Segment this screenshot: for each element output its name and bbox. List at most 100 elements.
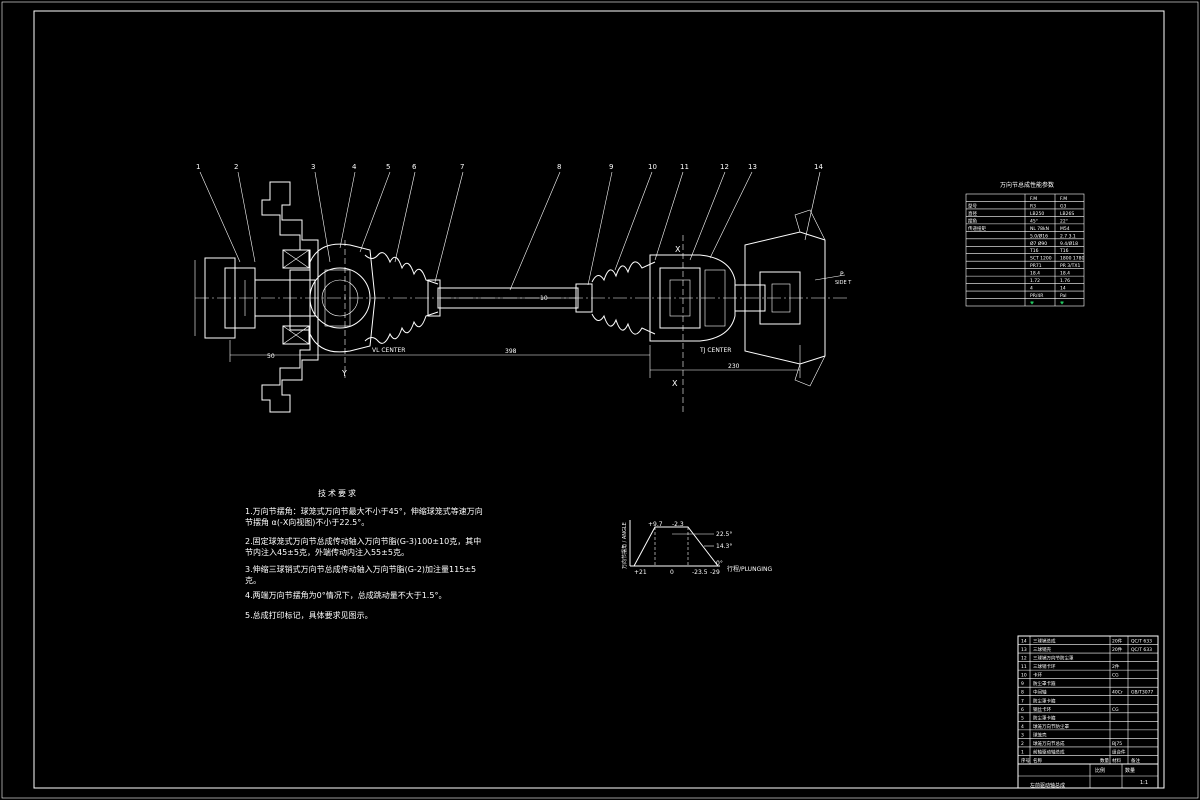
bom-cell: 1 — [1021, 749, 1024, 755]
spec-cell: LB26S — [1060, 211, 1074, 217]
dim-50: 50 — [267, 353, 275, 360]
spec-cell: 型号 — [968, 202, 977, 209]
bom-cell: 三球销总成 — [1033, 638, 1056, 645]
overall-dim: 398 — [505, 348, 517, 355]
bom-cell: 防尘罩卡箍 — [1033, 714, 1056, 721]
bom-header-cell: 数量 — [1100, 757, 1109, 764]
plunge-angle-chart: 万向节摆角 / ANGLE 行程/PLUNGING +9.7 -2.3 22.5… — [621, 520, 772, 576]
spec-cell: PR/4R — [1030, 293, 1043, 299]
spec-cell: M54 — [1060, 226, 1070, 232]
scale-label: 比例 — [1095, 767, 1105, 774]
view-x-top-label: X — [675, 245, 681, 254]
spec-cell: SCT 1200 — [1030, 256, 1052, 262]
bom-cell: 8 — [1021, 690, 1024, 696]
bom-cell: 钢丝卡环 — [1033, 706, 1051, 713]
part-number: 5 — [386, 163, 390, 171]
spec-cell: T16 — [1059, 248, 1069, 254]
bom-cell: 13 — [1021, 647, 1027, 653]
bom-cell: QC/T 633 — [1131, 639, 1152, 645]
view-x-label: X — [672, 379, 678, 388]
spec-cell: F.M — [1060, 196, 1067, 202]
bom-cell: 三球销卡环 — [1033, 663, 1056, 670]
bom-header-cell: 材料 — [1112, 757, 1121, 764]
bom-cell: 6 — [1021, 707, 1024, 713]
tech-note: 2.固定球笼式万向节总成传动轴入万向节脂(G-3)100±10克，其中节内注入4… — [245, 537, 482, 557]
bom-cell: GB/T3077 — [1131, 690, 1153, 696]
part-number: 13 — [748, 163, 757, 171]
dim-10: 10 — [540, 295, 548, 302]
spec-cell: T16 — [1029, 248, 1039, 254]
bom-cell: QC/T 633 — [1131, 647, 1152, 653]
spec-table-title: 万向节总成性能参数 — [1000, 181, 1054, 189]
bom-cell: 卡环 — [1033, 672, 1042, 679]
part-number-labels: 1 2 3 4 5 6 7 8 9 10 11 12 13 14 — [196, 163, 823, 171]
plunge-ylabel: 万向节摆角 / ANGLE — [621, 522, 628, 569]
tj-center-label: TJ CENTER — [699, 347, 731, 354]
driveshaft-assembly — [194, 171, 850, 415]
part-number: 6 — [412, 163, 417, 171]
bom-cell: CG — [1112, 673, 1119, 679]
part-number: 2 — [234, 163, 238, 171]
spec-cell: PR71 — [1030, 263, 1042, 269]
spec-cell: F.M — [1030, 196, 1037, 202]
bom-cell: 防尘罩卡箍 — [1033, 680, 1056, 687]
bom-cell: CG — [1112, 707, 1119, 713]
part-number: 7 — [460, 163, 464, 171]
bom-cell: 组合件 — [1112, 748, 1126, 755]
view-p-label: P — [840, 271, 844, 278]
spec-cell: R3 — [1030, 203, 1036, 209]
spec-cell: 22° — [1060, 218, 1068, 224]
spec-cell: PR 3/TX1 — [1060, 263, 1080, 269]
bom-header-cell: 序号 — [1021, 757, 1030, 764]
spec-cell: 18.4 — [1030, 271, 1040, 277]
bom-cell: 12 — [1021, 656, 1027, 662]
part-number: 14 — [814, 163, 823, 171]
spec-cell: 传递扭矩 — [968, 225, 986, 232]
tech-note: 3.伸缩三球销式万向节总成传动轴入万向节脂(G-2)加注量115±5克。 — [245, 565, 477, 585]
bom-cell: 3 — [1021, 732, 1024, 738]
spec-cell: 18.4 — [1060, 271, 1070, 277]
spec-cell: 1.72 — [1030, 278, 1040, 284]
part-number: 10 — [648, 163, 657, 171]
sheet-label: 数量 — [1125, 767, 1135, 774]
plunge-angle-label: 0° — [716, 560, 723, 567]
bom-cell: 2件 — [1112, 663, 1120, 670]
spec-cell: Pal — [1060, 293, 1067, 299]
spec-cell: NL 78kN — [1030, 226, 1049, 232]
bom-cell: 三球销万向节防尘罩 — [1033, 655, 1074, 662]
bom-cell: 4 — [1021, 724, 1024, 730]
spec-cell: 5.0/Ø16 — [1030, 232, 1048, 239]
vl-center-label: VL CENTER — [372, 347, 405, 354]
tech-note: 5.总成打印标记，具体要求见图示。 — [245, 611, 373, 620]
bom-cell: 球笼壳 — [1033, 731, 1047, 738]
spec-cell: 9.4/Ø18 — [1060, 240, 1078, 247]
bom-cell: 11 — [1021, 664, 1027, 670]
bom-cell: 防尘罩卡箍 — [1033, 697, 1056, 704]
spec-cell: 14 — [1060, 286, 1066, 292]
bom-cell: 7 — [1021, 698, 1024, 704]
plunge-xlabel: 行程/PLUNGING — [727, 565, 772, 573]
plunge-angle-label: 22.5° — [716, 531, 732, 538]
drawing-name: 左前驱动轴总成 — [1030, 782, 1065, 789]
spec-cell: G3 — [1060, 203, 1066, 209]
plunge-top-label: -2.3 — [672, 521, 684, 528]
part-number: 3 — [311, 163, 315, 171]
plunge-x-tick: +21 — [634, 569, 647, 576]
bom-cell: 球笼万向节防尘罩 — [1033, 723, 1069, 730]
part-number: 9 — [609, 163, 613, 171]
spec-cell: 2.7 3.1 — [1060, 233, 1076, 239]
bom-cell: 40Cr — [1112, 690, 1123, 696]
spec-cell: 直径 — [968, 210, 977, 217]
bom-cell: 20件 — [1112, 638, 1123, 645]
plunge-angle-label: 14.3° — [716, 543, 732, 550]
part-number: 8 — [557, 163, 561, 171]
bom-cell: 中间轴 — [1033, 689, 1047, 696]
tech-note: 4.两端万向节摆角为0°情况下，总成跳动量不大于1.5°。 — [245, 591, 447, 600]
plunge-top-label: +9.7 — [648, 521, 663, 528]
spec-cell: 45° — [1030, 218, 1038, 224]
spec-cell: 1.76 — [1060, 278, 1070, 284]
plunge-x-tick: 0 — [670, 569, 674, 576]
